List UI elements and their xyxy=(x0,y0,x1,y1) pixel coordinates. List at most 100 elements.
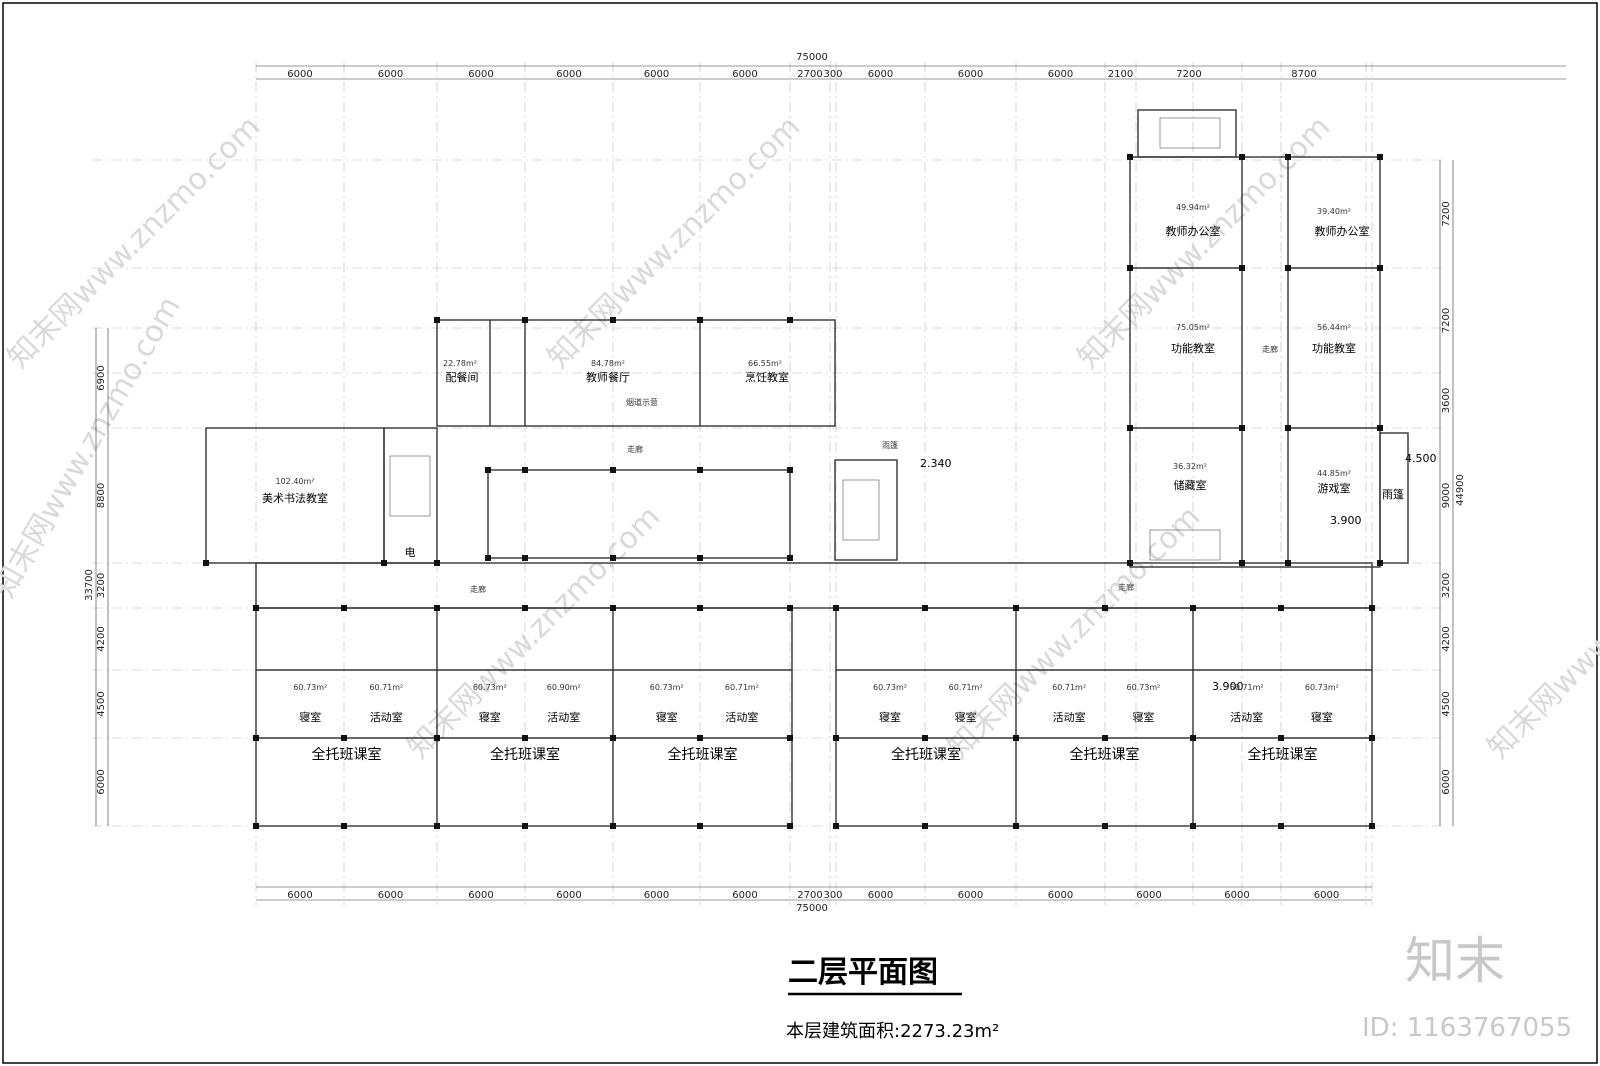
room-labels: 22.78m² 配餐间 84.78m² 教师餐厅 66.55m² 烹饪教室 烟道… xyxy=(262,203,1404,594)
column xyxy=(1190,605,1196,611)
label-corridor-main-left: 走廊 xyxy=(470,584,486,594)
dim-label: 6000 xyxy=(1441,769,1452,794)
column xyxy=(1239,425,1245,431)
column xyxy=(1369,735,1375,741)
column xyxy=(203,560,209,566)
unit-left-area: 60.71m² xyxy=(1052,683,1086,692)
column xyxy=(787,317,793,323)
room-game-area: 44.85m² xyxy=(1317,469,1351,478)
unit-left-area: 60.73m² xyxy=(873,683,907,692)
room-canting-area: 84.78m² xyxy=(591,359,625,368)
dim-label: 6000 xyxy=(1048,69,1073,80)
unit-left-room: 活动室 xyxy=(1053,710,1086,724)
dim-label: 7200 xyxy=(1441,201,1452,226)
unit-right-room: 寝室 xyxy=(1311,710,1333,724)
unit-right-area: 60.71m² xyxy=(725,683,759,692)
room-pengren: 烹饪教室 xyxy=(745,370,789,384)
dim-label: 6000 xyxy=(868,890,893,901)
dim-label: 2700 xyxy=(797,890,822,901)
dim-label: 6000 xyxy=(556,890,581,901)
room-office1-area: 49.94m² xyxy=(1176,203,1210,212)
brand-logo: 知末 xyxy=(1405,932,1505,990)
label-corridor-main-right: 走廊 xyxy=(1118,582,1134,592)
dim-label: 7200 xyxy=(1176,69,1201,80)
dim-label: 6000 xyxy=(468,890,493,901)
column xyxy=(522,467,528,473)
column xyxy=(610,555,616,561)
dim-label: 6000 xyxy=(958,890,983,901)
unit-right-room: 寝室 xyxy=(1132,710,1154,724)
unit-right-room: 活动室 xyxy=(725,710,758,724)
column xyxy=(1377,425,1383,431)
unit-classroom: 全托班课室 xyxy=(1070,746,1140,763)
column xyxy=(1127,265,1133,271)
column xyxy=(1285,265,1291,271)
column xyxy=(610,317,616,323)
room-peican-area: 22.78m² xyxy=(443,359,477,368)
column xyxy=(1285,560,1291,566)
unit-classroom: 全托班课室 xyxy=(891,746,961,763)
column xyxy=(697,735,703,741)
column xyxy=(1190,823,1196,829)
column xyxy=(697,317,703,323)
unit-left-area: 60.71m² xyxy=(1230,683,1264,692)
column xyxy=(787,555,793,561)
dim-label: 6000 xyxy=(958,69,983,80)
column xyxy=(522,735,528,741)
column xyxy=(381,560,387,566)
unit-classroom: 全托班课室 xyxy=(312,746,382,763)
drawing-subtitle: 本层建筑面积:2273.23m² xyxy=(786,1021,999,1042)
dim-label: 3600 xyxy=(1441,388,1452,413)
room-game: 游戏室 xyxy=(1318,481,1351,495)
dim-label: 4200 xyxy=(1441,626,1452,651)
room-storage: 储藏室 xyxy=(1174,478,1207,492)
unit-left-room: 寝室 xyxy=(656,710,678,724)
room-canting: 教师餐厅 xyxy=(586,370,630,384)
column xyxy=(697,467,703,473)
dim-label: 2700 xyxy=(797,69,822,80)
column xyxy=(833,823,839,829)
room-storage-area: 36.32m² xyxy=(1173,462,1207,471)
unit-right-area: 60.90m² xyxy=(547,683,581,692)
label-canopy-big: 雨篷 xyxy=(1382,487,1404,501)
dim-label: 7200 xyxy=(1441,308,1452,333)
unit-left-area: 60.73m² xyxy=(650,683,684,692)
column xyxy=(833,735,839,741)
label-corridor-upper: 走廊 xyxy=(627,444,643,454)
watermark-7: 知末网www.znzmo.com xyxy=(1481,499,1600,765)
dim-left-total: 33700 xyxy=(84,569,95,601)
dim-label: 6000 xyxy=(287,890,312,901)
column xyxy=(485,555,491,561)
room-pengren-area: 66.55m² xyxy=(748,359,782,368)
column xyxy=(697,823,703,829)
column xyxy=(787,605,793,611)
column xyxy=(522,605,528,611)
label-canopy-small: 雨篷 xyxy=(882,440,898,450)
column xyxy=(1127,154,1133,160)
dim-label: 9000 xyxy=(1441,483,1452,508)
dim-label: 3200 xyxy=(1441,573,1452,598)
watermark-group: 知末网www.znzmo.com 知末网www.znzmo.com 知末网www… xyxy=(0,109,1600,765)
column xyxy=(341,605,347,611)
unit-right-area: 60.71m² xyxy=(949,683,983,692)
column xyxy=(1278,605,1284,611)
dim-label: 4500 xyxy=(96,691,107,716)
unit-right-area: 60.73m² xyxy=(1305,683,1339,692)
elevation-b: 4.500 xyxy=(1405,452,1437,465)
column xyxy=(1190,735,1196,741)
unit-right-area: 60.71m² xyxy=(369,683,403,692)
dim-label: 6000 xyxy=(556,69,581,80)
column xyxy=(1013,735,1019,741)
dim-label: 6000 xyxy=(644,69,669,80)
column xyxy=(1369,605,1375,611)
column xyxy=(610,735,616,741)
column xyxy=(922,735,928,741)
dim-label: 6000 xyxy=(287,69,312,80)
column xyxy=(787,735,793,741)
